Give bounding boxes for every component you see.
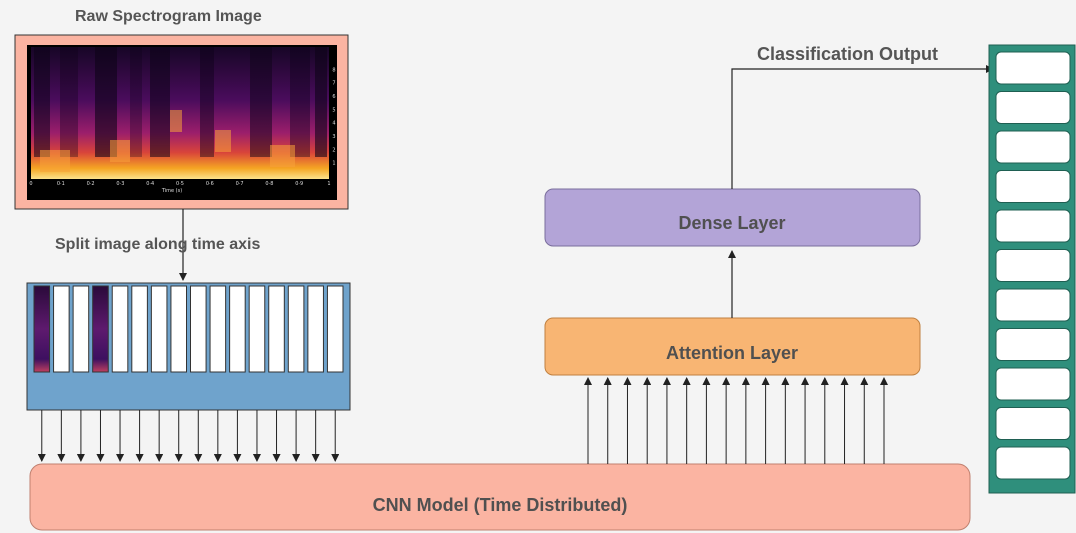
output-class-cell [995,130,1071,164]
time-slice-empty [170,285,187,373]
time-slice-empty [150,285,168,373]
split-label: Split image along time axis [55,236,261,253]
spectrogram-x-tick: 0 [29,181,32,187]
spectrogram-y-tick: 1 [332,161,335,167]
time-slice-empty [248,285,266,373]
output-class-cell [995,328,1071,361]
output-class-cell [995,446,1071,480]
output-class-cell [995,249,1071,282]
spectrogram-x-tick: 0·9 [295,181,303,187]
cnn-model-box [29,463,971,531]
output-class-cell [995,91,1071,124]
spectrogram-energy-band [170,110,182,132]
time-slice-empty [268,285,285,373]
spectrogram-y-tick: 7 [332,81,335,87]
spectrogram-x-tick: 0·2 [87,181,95,187]
output-class-cell [995,288,1071,322]
time-slice-filled [33,285,51,373]
cnn-model-node: CNN Model (Time Distributed) [29,463,971,531]
spectrogram-energy-band [40,150,70,172]
output-class-cell [995,367,1071,401]
spectrogram-dark-band [150,47,170,157]
spectrogram-x-tick: 1 [327,181,330,187]
spectrogram-title: Raw Spectrogram Image [75,8,262,25]
spectrogram-y-tick: 4 [332,121,335,127]
spectrogram-x-tick: 0·1 [57,181,65,187]
spectrogram-x-tick: 0·8 [265,181,273,187]
spectrogram-y-tick: 8 [332,67,335,73]
dense-layer-node: Dense Layer [544,188,921,247]
raw-spectrogram-image: 0 0·1 0·2 0·3 0·4 0·5 0·6 0·7 0·8 0·9 1 1 2 3 4 5 6 7 8 T… [14,34,349,210]
output-class-cell [995,407,1071,440]
spectrogram-dark-band [290,47,310,157]
spectrogram-x-tick: 0·7 [236,181,244,187]
classification-output-label: Classification Output [757,44,939,64]
spectrogram-x-axis-label: Time (s) [161,188,182,194]
spectrogram-x-tick: 0·5 [176,181,184,187]
time-split-container [26,282,351,462]
spectrogram-dark-band [60,47,78,157]
spectrogram-x-tick: 0·6 [206,181,214,187]
spectrogram-dark-band [315,47,327,157]
time-slice-empty [190,285,207,373]
spectrogram-y-tick: 2 [332,147,335,153]
classification-output-column [988,44,1076,494]
dense-to-output-arrow [731,65,994,189]
cnn-model-label: CNN Model (Time Distributed) [373,495,628,515]
time-slice-empty [111,285,129,373]
spectrogram-texture [34,47,327,172]
dense-layer-label: Dense Layer [678,213,785,233]
output-class-cell [995,51,1071,85]
time-slice-filled [92,285,109,373]
time-slices [33,285,344,373]
spectrogram-y-ticks: 1 2 3 4 5 6 7 8 [332,67,335,166]
output-class-cell [995,209,1071,243]
slice-to-cnn-arrows [37,410,340,462]
time-slice-empty [307,285,324,373]
output-class-cell [995,170,1071,203]
spectrogram-x-tick: 0·3 [116,181,124,187]
spectrogram-energy-band [110,140,130,162]
spectrogram-y-tick: 3 [332,134,335,140]
attention-layer-label: Attention Layer [666,343,798,363]
spectrogram-x-ticks: 0 0·1 0·2 0·3 0·4 0·5 0·6 0·7 0·8 0·9 1 [29,181,330,187]
time-slice-empty [131,285,148,373]
cnn-to-attention-arrows [584,377,888,464]
spectrogram-dark-band [250,47,272,157]
spectrogram-energy-band [270,145,295,167]
attention-layer-node: Attention Layer [544,317,921,376]
time-slice-empty [326,285,344,373]
time-slice-empty [287,285,305,373]
spectrogram-y-tick: 5 [332,107,335,113]
spectrogram-dark-band [95,47,117,157]
spectrogram-dark-band [130,47,142,157]
time-slice-empty [209,285,227,373]
spectrogram-y-tick: 6 [332,94,335,100]
output-class-cells [995,51,1071,480]
spectrogram-dark-band [34,47,50,157]
time-slice-empty [72,285,90,373]
spectrogram-dark-band [200,47,214,157]
time-slice-empty [229,285,246,373]
spectrogram-energy-band [215,130,231,152]
spectrogram-x-tick: 0·4 [146,181,154,187]
time-slice-empty [53,285,70,373]
